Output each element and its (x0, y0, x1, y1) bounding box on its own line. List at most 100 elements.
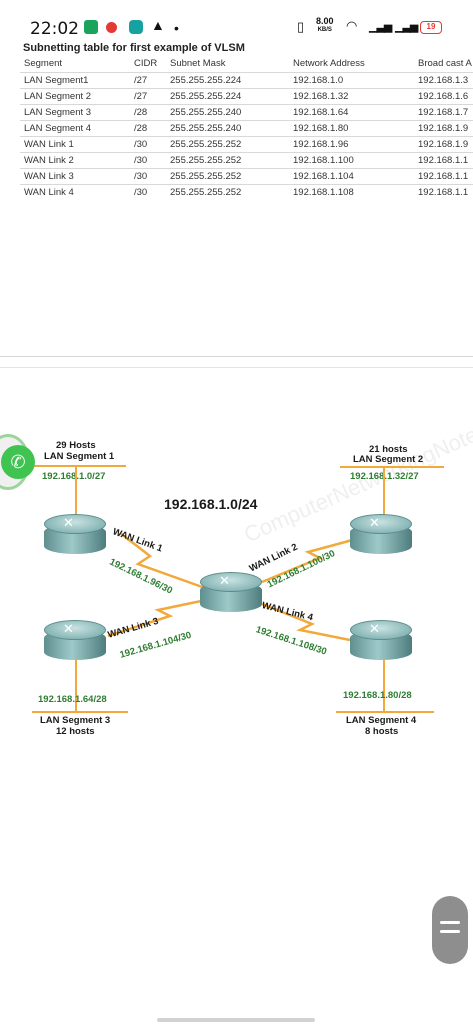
table-cell: 255.255.255.224 (170, 91, 242, 102)
seg3-lan-line (32, 711, 128, 713)
table-cell: /28 (134, 107, 148, 118)
table-cell: /27 (134, 91, 148, 102)
table-cell: /28 (134, 123, 148, 134)
table-row: LAN Segment1/27 255.255.255.224 192.168.1.… (20, 72, 473, 88)
whatsapp-share-button[interactable]: ✆ (0, 434, 35, 490)
app-notification-icon (84, 20, 98, 34)
home-indicator[interactable] (157, 1018, 315, 1022)
router-2-icon: ✕ (350, 514, 412, 554)
table-cell: /27 (134, 75, 148, 86)
table-cell: 255.255.255.252 (170, 171, 242, 182)
seg4-hosts: 8 hosts (365, 726, 399, 737)
table-row: WAN Link 1/30 255.255.255.252 192.168.1.96… (20, 136, 473, 152)
table-row: LAN Segment 2/27 255.255.255.224 192.168.1… (20, 88, 473, 104)
router-4-icon: ✕ (350, 620, 412, 660)
router-1-icon: ✕ (44, 514, 106, 554)
seg4-lan-line (336, 711, 434, 713)
table-cell: LAN Segment1 (24, 75, 89, 86)
table-cell: 192.168.1.104 (293, 171, 354, 182)
table-cell: 192.168.1.7 (418, 107, 469, 118)
status-time: 22:02 (30, 19, 79, 39)
table-cell: 192.168.1.9 (418, 123, 469, 134)
whatsapp-icon: ✆ (1, 445, 35, 479)
seg4-name: LAN Segment 4 (346, 715, 417, 726)
table-cell: 192.168.1.9 (418, 139, 469, 150)
seg4-drop-line (383, 660, 385, 712)
link-lines (107, 532, 361, 642)
table-title: Subnetting table for first example of VL… (23, 42, 245, 54)
router-3-icon: ✕ (44, 620, 106, 660)
table-cell: 192.168.1.64 (293, 107, 349, 118)
signal-icon: ▁▃▅ (369, 21, 392, 33)
table-cell: 192.168.1.96 (293, 139, 349, 150)
seg1-hosts: 29 Hosts (56, 440, 96, 451)
table-cell: 255.255.255.240 (170, 123, 242, 134)
table-row: LAN Segment 3/28 255.255.255.240 192.168.1… (20, 104, 473, 120)
seg1-lan-line (34, 465, 126, 467)
table-row: WAN Link 3/30 255.255.255.252 192.168.1.10… (20, 168, 473, 184)
wan-link-1-line (119, 532, 206, 590)
table-header-cell: Broad cast A (418, 58, 472, 69)
table-cell: 192.168.1.80 (293, 123, 349, 134)
section-divider (0, 356, 473, 357)
chat-notification-icon (129, 20, 143, 34)
table-cell: 192.168.1.1 (418, 171, 469, 182)
scroll-handle[interactable] (432, 896, 468, 964)
wan-link-3-line (107, 598, 207, 638)
table-cell: 192.168.1.1 (418, 155, 469, 166)
network-title: 192.168.1.0/24 (164, 496, 258, 512)
table-cell: LAN Segment 3 (24, 107, 92, 118)
table-cell: /30 (134, 171, 148, 182)
seg1-drop-line (75, 465, 77, 515)
table-cell: 192.168.1.3 (418, 75, 469, 86)
table-cell: 192.168.1.32 (293, 91, 349, 102)
table-cell: 255.255.255.224 (170, 75, 242, 86)
table-header-cell: Subnet Mask (170, 58, 226, 69)
seg3-drop-line (75, 660, 77, 712)
router-core-icon: ✕ (200, 572, 262, 612)
table-cell: 255.255.255.252 (170, 139, 242, 150)
warning-icon: ▲ (151, 17, 165, 33)
table-header-cell: Network Address (293, 58, 365, 69)
table-cell: WAN Link 3 (24, 171, 74, 182)
vibrate-icon: ▯ (297, 19, 305, 34)
table-cell: LAN Segment 4 (24, 123, 92, 134)
table-cell: /30 (134, 155, 148, 166)
seg3-hosts: 12 hosts (56, 726, 95, 737)
table-cell: 255.255.255.252 (170, 155, 242, 166)
table-cell: LAN Segment 2 (24, 91, 92, 102)
wifi-icon: ◠ (346, 18, 358, 33)
table-cell: WAN Link 2 (24, 155, 74, 166)
table-cell: /30 (134, 139, 148, 150)
table-header-cell: CIDR (134, 58, 158, 69)
table-row: LAN Segment 4/28 255.255.255.240 192.168.1… (20, 120, 473, 136)
seg4-subnet: 192.168.1.80/28 (343, 690, 412, 701)
table-cell: /30 (134, 187, 148, 198)
table-cell: WAN Link 1 (24, 139, 74, 150)
wan-link-2-line (261, 536, 361, 584)
seg1-subnet: 192.168.1.0/27 (42, 471, 106, 482)
table-cell: 192.168.1.108 (293, 187, 354, 198)
seg2-lan-line (340, 466, 444, 468)
more-notifications-icon: • (174, 20, 179, 36)
seg2-hosts: 21 hosts (369, 444, 408, 455)
table-cell: WAN Link 4 (24, 187, 74, 198)
table-cell: 192.168.1.100 (293, 155, 354, 166)
table-cell: 192.168.1.0 (293, 75, 344, 86)
table-row: WAN Link 4/30 255.255.255.252 192.168.1.10… (20, 184, 473, 198)
seg1-name: LAN Segment 1 (44, 451, 115, 462)
seg3-subnet: 192.168.1.64/28 (38, 694, 107, 705)
table-cell: 192.168.1.6 (418, 91, 469, 102)
app-notification-icon-red (106, 22, 117, 33)
signal-icon-2: ▁▃▅ (395, 21, 418, 33)
scroll-handle-icon (440, 921, 460, 924)
table-cell: 255.255.255.240 (170, 107, 242, 118)
table-cell: 192.168.1.1 (418, 187, 469, 198)
table-cell: 255.255.255.252 (170, 187, 242, 198)
section-divider-2 (0, 367, 473, 368)
